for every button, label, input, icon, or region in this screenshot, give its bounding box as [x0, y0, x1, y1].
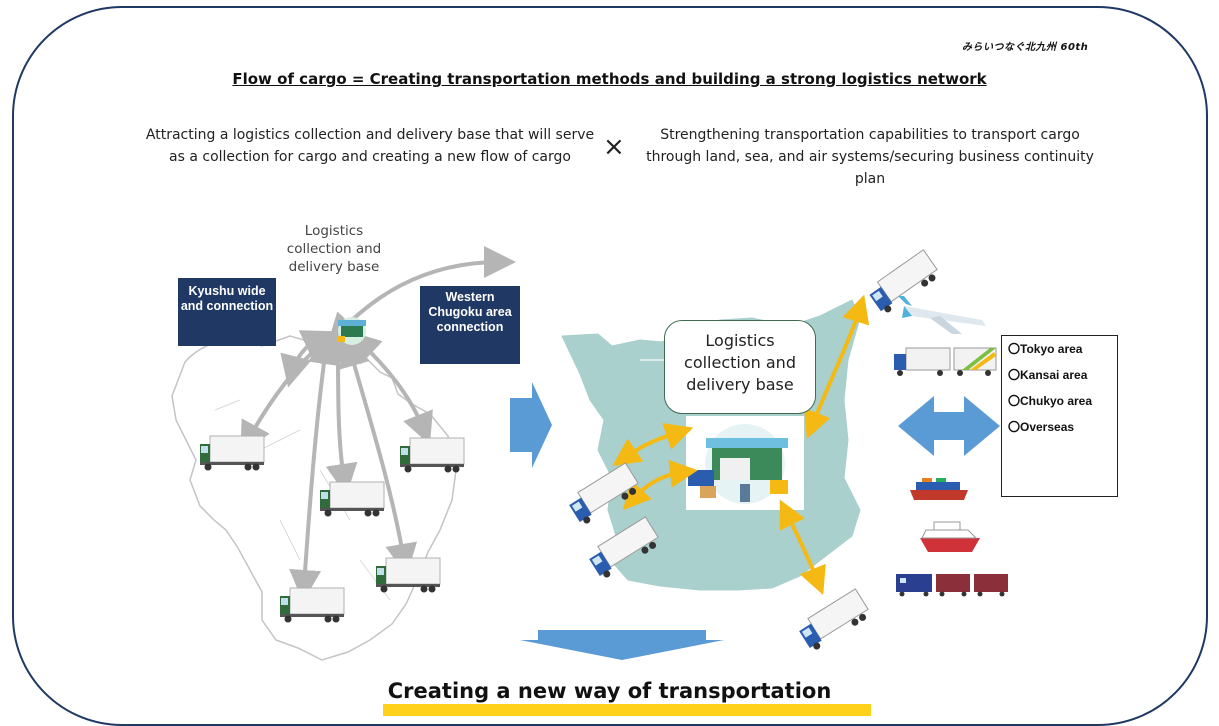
freight-train-icon: [896, 574, 1008, 597]
kyushu-connection-label: Kyushu wide and connection: [178, 278, 276, 346]
destination-item: 〇Tokyo area: [1008, 342, 1083, 356]
destination-item: 〇Kansai area: [1008, 368, 1088, 382]
chugoku-connection-label: Western Chugoku area connection: [420, 286, 520, 364]
truck-icon: [865, 249, 942, 317]
left-heading: Attracting a logistics collection and de…: [145, 127, 595, 165]
times-symbol: ×: [603, 132, 625, 162]
bottom-headline: Creating a new way of transportation: [387, 679, 832, 703]
destination-item: 〇Chukyo area: [1008, 394, 1093, 408]
left-warehouse-icon: [337, 317, 366, 345]
container-ship-icon: [910, 478, 968, 500]
airplane-icon: [898, 296, 986, 334]
destination-list: 〇Tokyo area 〇Kansai area 〇Chukyo area 〇O…: [1001, 335, 1118, 497]
blue-double-arrow: [898, 396, 1000, 456]
left-base-label: Logistics collection and delivery base: [286, 223, 382, 275]
truck-icon: [953, 347, 997, 376]
warehouse-icon: [686, 416, 804, 510]
blue-arrow-down: [520, 630, 724, 660]
ferry-icon: [920, 521, 980, 552]
truck-icon: [894, 347, 951, 376]
right-heading: Strengthening transportation capabilitie…: [646, 127, 1094, 187]
destination-item: 〇Overseas: [1008, 420, 1075, 434]
blue-arrow-right: [510, 382, 552, 468]
highlight-bar: [383, 704, 871, 716]
page-title: Flow of cargo = Creating transportation …: [232, 70, 987, 88]
brand-logo: みらいつなぐ北九州 60th: [962, 42, 1089, 53]
truck-icon: [795, 588, 873, 654]
right-base-label: Logistics collection and delivery base: [664, 320, 816, 414]
